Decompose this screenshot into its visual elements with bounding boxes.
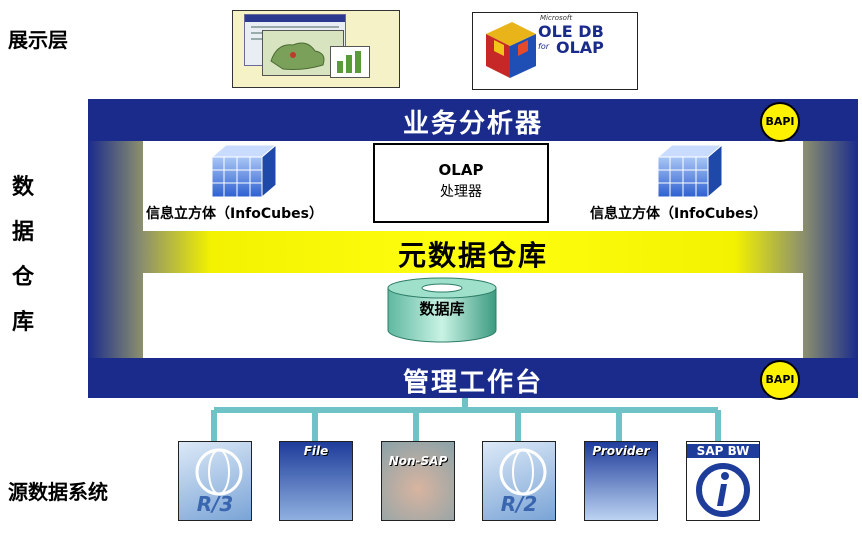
infocube-right-icon bbox=[656, 143, 724, 199]
olap-logo-line2: OLAP bbox=[556, 38, 604, 57]
source-sap-bw-label: SAP BW bbox=[687, 444, 759, 458]
source-connector-lines bbox=[211, 398, 721, 442]
olap-processor-line2: 处理器 bbox=[440, 184, 482, 200]
admin-workbench-band: 管理工作台 bbox=[88, 358, 858, 398]
dw-char-3: 仓 bbox=[11, 265, 34, 290]
oledb-olap-logo-frame bbox=[472, 12, 638, 90]
business-analyzer-band: 业务分析器 bbox=[88, 99, 858, 141]
source-sap-bw-image: SAP BW bbox=[686, 441, 760, 521]
admin-workbench-title: 管理工作台 bbox=[402, 368, 543, 398]
presentation-layer-label: 展示层 bbox=[8, 28, 68, 52]
source-provider-image: Provider bbox=[584, 441, 658, 521]
infocube-left-icon bbox=[210, 143, 278, 199]
dw-char-2: 据 bbox=[11, 220, 34, 245]
bapi-top-badge: BAPI bbox=[760, 102, 800, 142]
chart-window-image bbox=[330, 46, 370, 78]
source-file-image: File bbox=[279, 441, 353, 521]
database-label: 数据库 bbox=[419, 300, 465, 318]
olap-processor-box: OLAP 处理器 bbox=[373, 143, 549, 223]
source-r3-label: R/3 bbox=[196, 492, 234, 516]
infocube-left-caption: 信息立方体（InfoCubes） bbox=[146, 206, 323, 222]
source-r2-image: R/2 bbox=[482, 441, 556, 521]
database-cylinder-icon bbox=[387, 277, 497, 343]
bapi-bottom-badge: BAPI bbox=[760, 360, 800, 400]
dw-char-1: 数 bbox=[11, 175, 34, 200]
olap-logo-for: for bbox=[538, 42, 549, 51]
source-non-sap-image: Non-SAP bbox=[381, 441, 455, 521]
dw-char-4: 库 bbox=[11, 310, 34, 335]
source-non-sap-label: Non-SAP bbox=[388, 454, 448, 468]
olap-processor-line1: OLAP bbox=[438, 161, 484, 179]
source-r2-label: R/2 bbox=[500, 492, 538, 516]
data-warehouse-label: 数 据 仓 库 bbox=[8, 165, 38, 345]
sap-bw-info-icon bbox=[696, 463, 750, 517]
olap-logo-line1: OLE DB bbox=[538, 22, 604, 41]
olap-logo-brand: Microsoft bbox=[540, 14, 573, 22]
olap-cube-icon bbox=[486, 22, 536, 78]
business-analyzer-title: 业务分析器 bbox=[402, 109, 543, 139]
infocube-right-caption: 信息立方体（InfoCubes） bbox=[590, 206, 767, 222]
source-provider-label: Provider bbox=[592, 444, 650, 458]
source-systems-label: 源数据系统 bbox=[8, 480, 108, 504]
metadata-repository-title: 元数据仓库 bbox=[397, 239, 548, 272]
source-r3-image: R/3 bbox=[178, 441, 252, 521]
source-file-label: File bbox=[303, 444, 329, 458]
